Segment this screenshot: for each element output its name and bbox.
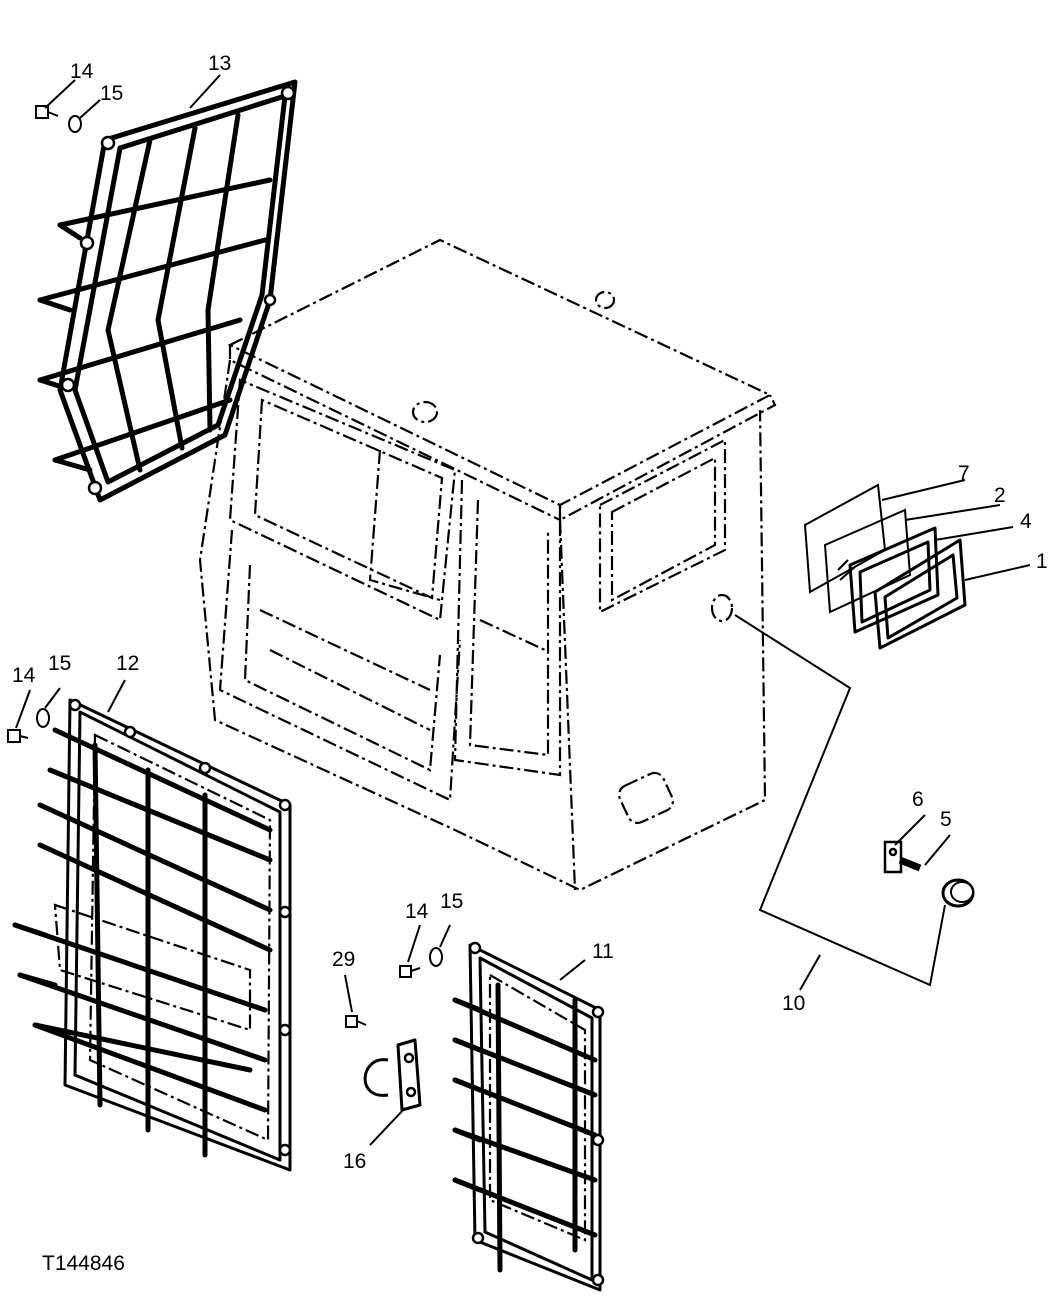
washer-15-left — [36, 708, 50, 728]
callout-29: 29 — [332, 948, 355, 971]
bolt-14-top — [35, 105, 59, 119]
bolt-14-left — [7, 729, 29, 743]
knob — [941, 878, 975, 908]
screw-5 — [898, 856, 922, 872]
callout-2: 2 — [994, 484, 1006, 507]
callout-5: 5 — [940, 808, 952, 831]
bolt-29 — [345, 1015, 367, 1028]
callout-14-top: 14 — [70, 60, 94, 83]
callout-11: 11 — [592, 940, 614, 963]
callout-labels: 14 15 13 7 2 4 1 6 5 10 14 15 12 14 15 1… — [12, 52, 1048, 1173]
callout-15-center: 15 — [440, 890, 463, 913]
figure-id: T144846 — [42, 1252, 125, 1275]
operator-cab — [198, 238, 777, 892]
bracket-6 — [883, 840, 903, 874]
washer-15-top — [68, 115, 82, 133]
guard-12 — [12, 698, 292, 1172]
callout-15-left: 15 — [48, 652, 71, 675]
callout-7: 7 — [958, 462, 970, 485]
guard-13 — [37, 79, 298, 503]
callout-6: 6 — [912, 788, 924, 811]
callout-13: 13 — [208, 52, 231, 75]
callout-10: 10 — [782, 992, 805, 1015]
callout-14-left: 14 — [12, 664, 36, 687]
callout-15-top: 15 — [100, 82, 123, 105]
callout-4: 4 — [1020, 510, 1032, 533]
callout-1: 1 — [1036, 550, 1048, 573]
washer-15-center — [429, 947, 443, 967]
bolt-14-center — [399, 965, 421, 978]
latch-16 — [363, 1038, 422, 1112]
callout-14-center: 14 — [405, 900, 429, 923]
callout-16: 16 — [343, 1150, 366, 1173]
leader-lines — [15, 74, 1031, 1146]
callout-12: 12 — [116, 652, 139, 675]
window-assembly — [803, 483, 967, 650]
guard-11 — [452, 941, 605, 1292]
